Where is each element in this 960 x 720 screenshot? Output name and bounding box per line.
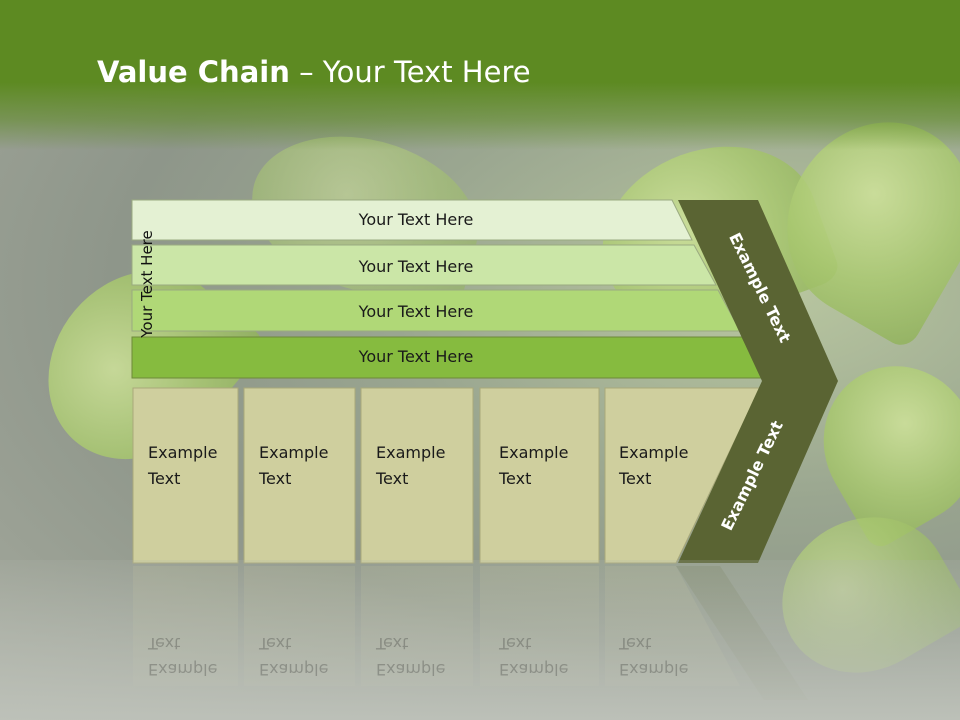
title-rest: – Your Text Here <box>289 55 531 89</box>
bar-3-label: Your Text Here <box>358 302 474 321</box>
floor-fade <box>0 560 960 720</box>
bar-2 <box>131 244 717 286</box>
title-band <box>0 0 960 150</box>
activity-box <box>243 387 356 564</box>
slide-title: Value Chain – Your Text Here <box>97 55 531 89</box>
chevron-arrow <box>678 200 838 563</box>
activity-box <box>479 387 600 564</box>
bar-4-label: Your Text Here <box>358 347 474 366</box>
bar-1 <box>131 199 693 241</box>
bar-2-label: Your Text Here <box>358 257 474 276</box>
bar-1-label: Your Text Here <box>358 210 474 229</box>
side-label: Your Text Here <box>138 230 156 338</box>
activity-box <box>360 387 474 564</box>
title-bold: Value Chain <box>97 55 290 89</box>
